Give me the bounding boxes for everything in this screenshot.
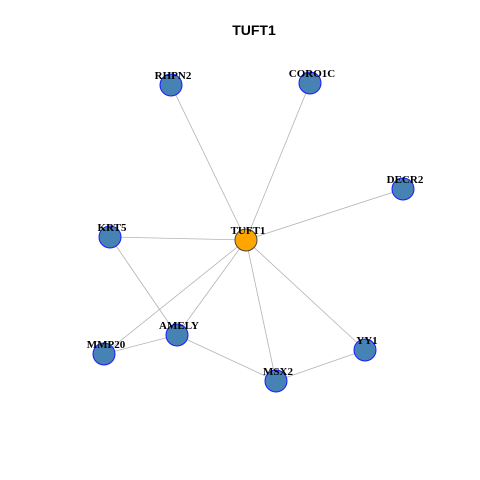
node-circle-rhpn2 — [159, 73, 183, 97]
node-label-tuft1: TUFT1 — [231, 225, 266, 237]
node-msx2: MSX2 — [263, 366, 293, 393]
node-rhpn2: RHPN2 — [155, 70, 192, 97]
node-yy1: YY1 — [353, 335, 378, 362]
node-label-msx2: MSX2 — [263, 366, 293, 378]
edge-amely-msx2 — [176, 334, 277, 382]
node-label-rhpn2: RHPN2 — [155, 70, 192, 82]
node-decr2: DECR2 — [387, 174, 424, 201]
node-coro1c: CORO1C — [289, 68, 336, 95]
node-label-coro1c: CORO1C — [289, 68, 336, 80]
node-label-krt5: KRT5 — [98, 222, 127, 234]
node-circle-coro1c — [298, 71, 322, 95]
edge-amely-mmp20 — [103, 334, 178, 355]
node-circle-msx2 — [264, 369, 288, 393]
node-label-yy1: YY1 — [356, 335, 377, 347]
node-circle-amely — [165, 323, 189, 347]
node-circle-krt5 — [98, 225, 122, 249]
node-tuft1: TUFT1 — [231, 225, 266, 252]
node-label-mmp20: MMP20 — [87, 339, 126, 351]
node-circle-decr2 — [391, 177, 415, 201]
node-mmp20: MMP20 — [87, 339, 126, 366]
node-label-amely: AMELY — [159, 320, 199, 332]
node-krt5: KRT5 — [98, 222, 127, 249]
edge-tuft1-mmp20 — [103, 239, 247, 355]
edge-tuft1-krt5 — [109, 236, 247, 241]
edge-tuft1-rhpn2 — [170, 84, 247, 241]
edges-layer — [103, 82, 404, 382]
edge-tuft1-amely — [176, 239, 247, 336]
node-circle-tuft1 — [234, 228, 258, 252]
edge-tuft1-coro1c — [245, 82, 311, 241]
node-label-decr2: DECR2 — [387, 174, 424, 186]
edge-tuft1-decr2 — [245, 188, 404, 241]
edge-krt5-amely — [109, 236, 178, 336]
edge-tuft1-msx2 — [245, 239, 277, 382]
graph-title: TUFT1 — [232, 22, 276, 38]
edge-msx2-yy1 — [275, 349, 366, 382]
node-amely: AMELY — [159, 320, 199, 347]
node-circle-yy1 — [353, 338, 377, 362]
node-circle-mmp20 — [92, 342, 116, 366]
edge-tuft1-yy1 — [245, 239, 366, 351]
